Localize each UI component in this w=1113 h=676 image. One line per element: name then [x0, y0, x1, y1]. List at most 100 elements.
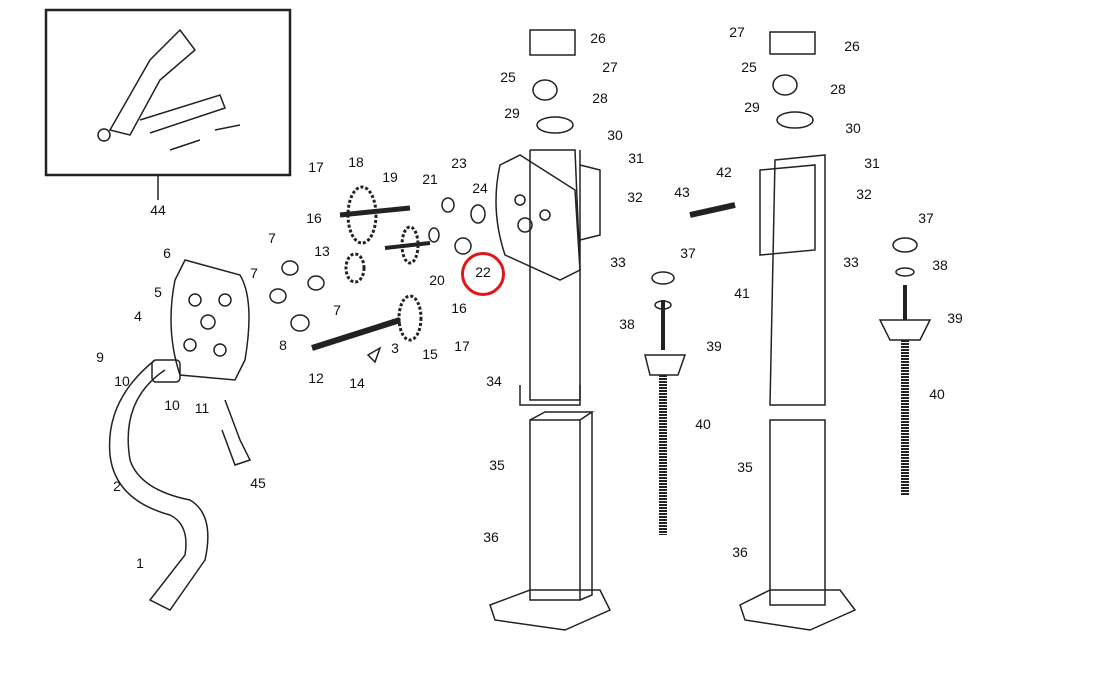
callout-3: 3	[391, 340, 399, 356]
callout-40: 40	[929, 386, 945, 402]
callout-36: 36	[732, 544, 748, 560]
callout-25: 25	[741, 59, 757, 75]
outer-tube-34	[529, 149, 581, 401]
callout-12: 12	[308, 370, 324, 386]
lift-nut-39	[644, 354, 687, 376]
washer-23	[441, 197, 455, 213]
callout-7: 7	[333, 302, 341, 318]
handle-clamp	[151, 359, 181, 383]
callout-19: 19	[382, 169, 398, 185]
callout-30: 30	[845, 120, 861, 136]
callout-39: 39	[706, 338, 722, 354]
washer-21	[428, 227, 440, 243]
inner-tube-36-right	[769, 419, 826, 606]
callout-4: 4	[134, 308, 142, 324]
callout-17: 17	[454, 338, 470, 354]
bushing-22	[454, 237, 472, 255]
callout-24: 24	[472, 180, 488, 196]
callout-7: 7	[268, 230, 276, 246]
gear-13	[344, 252, 366, 284]
mount-plate-right	[759, 164, 816, 256]
callout-23: 23	[451, 155, 467, 171]
inset-box	[44, 8, 292, 177]
nut-29	[536, 116, 574, 134]
lift-nut-39-right	[878, 319, 932, 341]
shaft-12	[311, 317, 401, 351]
inner-tube-36	[529, 419, 581, 601]
bearing-37-right	[892, 237, 918, 253]
crank-handle-inset-drawing	[97, 28, 241, 151]
pin-43	[689, 202, 736, 218]
clip-45	[221, 399, 252, 466]
callout-29: 29	[504, 105, 520, 121]
callout-35: 35	[737, 459, 753, 475]
callout-38: 38	[619, 316, 635, 332]
mount-plate	[579, 164, 601, 241]
callout-17: 17	[308, 159, 324, 175]
bearing-25	[532, 79, 558, 101]
washer-38-right	[895, 267, 915, 277]
callout-20: 20	[429, 272, 445, 288]
callout-34: 34	[486, 373, 502, 389]
callout-15: 15	[422, 346, 438, 362]
bushing	[290, 314, 310, 332]
callout-36: 36	[483, 529, 499, 545]
callout-43: 43	[674, 184, 690, 200]
callout-32: 32	[856, 186, 872, 202]
callout-37: 37	[680, 245, 696, 261]
callout-9: 9	[96, 349, 104, 365]
callout-29: 29	[744, 99, 760, 115]
outer-tube-41	[769, 154, 826, 406]
callout-6: 6	[163, 245, 171, 261]
callout-26: 26	[590, 30, 606, 46]
callout-39: 39	[947, 310, 963, 326]
highlight-circle	[461, 252, 505, 296]
callout-28: 28	[830, 81, 846, 97]
callout-35: 35	[489, 457, 505, 473]
callout-38: 38	[932, 257, 948, 273]
callout-10: 10	[164, 397, 180, 413]
foot-plate-right	[739, 589, 857, 631]
callout-41: 41	[734, 285, 750, 301]
cap-26-right	[769, 31, 816, 55]
callout-33: 33	[843, 254, 859, 270]
nut-29-right	[776, 111, 814, 129]
callout-25: 25	[500, 69, 516, 85]
gear-15	[397, 294, 423, 342]
callout-27: 27	[602, 59, 618, 75]
callout-37: 37	[918, 210, 934, 226]
callout-1: 1	[136, 555, 144, 571]
cap-26	[529, 29, 576, 56]
bushing-24	[470, 204, 486, 224]
bushing	[281, 260, 299, 276]
callout-32: 32	[627, 189, 643, 205]
callout-2: 2	[113, 478, 121, 494]
callout-30: 30	[607, 127, 623, 143]
bearing-37	[651, 271, 675, 285]
callout-16: 16	[306, 210, 322, 226]
callout-27: 27	[729, 24, 745, 40]
callout-14: 14	[349, 375, 365, 391]
callout-28: 28	[592, 90, 608, 106]
callout-26: 26	[844, 38, 860, 54]
callout-13: 13	[314, 243, 330, 259]
callout-16: 16	[451, 300, 467, 316]
callout-18: 18	[348, 154, 364, 170]
callout-40: 40	[695, 416, 711, 432]
washer-38	[654, 300, 672, 310]
gear-cover-plate	[170, 259, 250, 381]
callout-21: 21	[422, 171, 438, 187]
gear-housing	[495, 154, 581, 281]
bearing-25-right	[772, 74, 798, 96]
callout-8: 8	[279, 337, 287, 353]
callout-31: 31	[864, 155, 880, 171]
callout-42: 42	[716, 164, 732, 180]
callout-45: 45	[250, 475, 266, 491]
crank-handle	[108, 359, 209, 611]
callout-11: 11	[194, 400, 210, 416]
inset-callout: 44	[150, 202, 166, 218]
callout-7: 7	[250, 265, 258, 281]
callout-31: 31	[628, 150, 644, 166]
